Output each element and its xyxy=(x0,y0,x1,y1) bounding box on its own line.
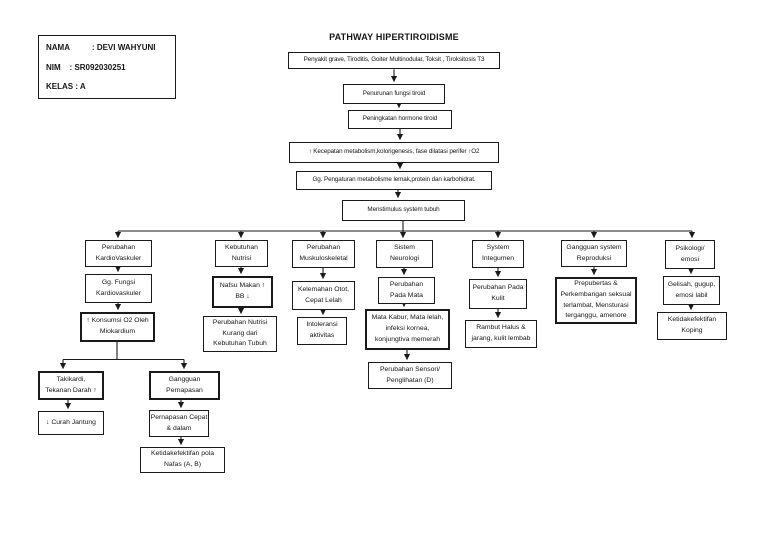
info-line-nim: NIM : SR092030251 xyxy=(46,62,126,72)
node-perubahan-pada-kulit: Perubahan Pada Kulit xyxy=(469,279,527,309)
node-kebutuhan-nutrisi: Kebutuhan Nutrisi xyxy=(215,240,268,267)
node-prepubertas: Prepubertas & Perkembangan seksual terla… xyxy=(555,277,637,324)
node-pernapasan-cepat-dalam: Pernapasan Cepat & dalam xyxy=(149,410,209,437)
node-perubahan-sensori: Perubahan Sensori/ Penglihatan (D) xyxy=(368,362,452,389)
node-mata-kabur: Mata Kabur, Mata lelah, infeksi kornea, … xyxy=(365,309,450,350)
info-line-nama: NAMA : DEVI WAHYUNI xyxy=(46,43,156,52)
node-nafsu-makan-bb: Nafsu Makan ↑ BB ↓ xyxy=(212,276,273,308)
node-penyakit-grave: Penyakit grave, Tiroditis, Goiter Multin… xyxy=(288,52,500,69)
node-gangguan-system-reproduksi: Gangguan system Reproduksi xyxy=(561,240,627,267)
node-takikardi-tekanan-darah: Takikardi, Tekanan Darah ↑ xyxy=(38,371,104,400)
page-title: PATHWAY HIPERTIROIDISME xyxy=(329,32,459,42)
node-psikologi-emosi: Psikologi/ emosi xyxy=(665,240,715,269)
node-menstimulus-system-tubuh: Menstimulus system tubuh xyxy=(342,200,465,221)
node-konsumsi-o2-miokardium: ↑ Konsumsi O2 Oleh Miokardium xyxy=(80,312,155,342)
node-intoleransi-aktivitas: Intoleransi aktivitas xyxy=(297,317,347,345)
node-perubahan-muskuloskeletal: Perubahan Muskuloskeletal xyxy=(292,240,355,268)
student-info-box: NAMA : DEVI WAHYUNI NIM : SR092030251 KE… xyxy=(38,35,176,99)
node-gelisah-gugup: Gelisah, gugup, emosi labil xyxy=(663,276,720,305)
node-kelemahan-otot: Kelemahan Otot, Cepat Lelah xyxy=(292,281,355,310)
node-ketidakefektifan-koping: Ketidakefektifan Koping xyxy=(657,312,727,340)
node-penurunan-fungsi-tiroid: Penurunan fungsi tiroid xyxy=(343,84,445,104)
node-rambut-halus: Rambut Halus & jarang, kulit lembab xyxy=(465,320,537,348)
node-perubahan-nutrisi-kurang: Perubahan Nutrisi Kurang dari Kebutuhan … xyxy=(203,316,277,352)
node-perubahan-kardiovaskuler: Perubahan KardioVaskuler xyxy=(85,240,152,267)
node-peningkatan-hormone-tiroid: Peningkatan hormone tiroid xyxy=(348,110,452,129)
node-gg-pengaturan-metabolisme: Gg. Pengaturan metabolisme lemak,protein… xyxy=(296,171,492,190)
node-ketidakefektifan-pola-nafas: Ketidakefektifan pola Nafas (A, B) xyxy=(140,447,225,473)
node-sistem-neurologi: Sistem Neurologi xyxy=(376,240,433,268)
node-gangguan-pernapasan: Gangguan Pernapasan xyxy=(149,371,220,400)
node-curah-jantung: ↓ Curah Jantung xyxy=(38,411,104,435)
node-kecepatan-metabolism: ↑ Kecepatan metabolism,kolorigenesis, fa… xyxy=(289,142,499,163)
node-perubahan-pada-mata: Perubahan Pada Mata xyxy=(378,277,435,304)
info-line-kelas: KELAS : A xyxy=(46,82,86,91)
node-gg-fungsi-kardiovaskuler: Gg. Fungsi Kardiovaskuler xyxy=(85,274,152,303)
node-system-integumen: System Integumen xyxy=(472,240,524,268)
